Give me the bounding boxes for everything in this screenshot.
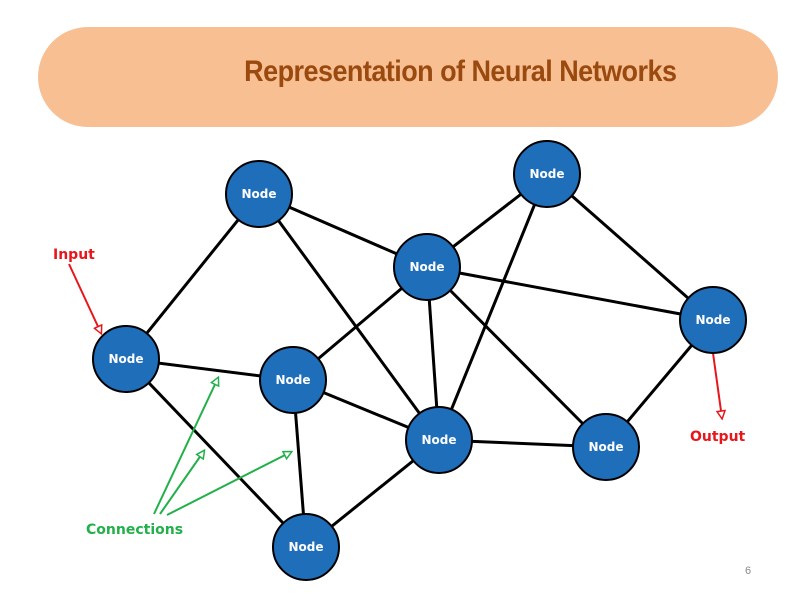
output-label: Output [690, 429, 746, 445]
node-circle [272, 513, 340, 581]
edge-top-right-to-bottom-center [437, 173, 549, 441]
node-circle [225, 160, 293, 228]
connection-arrow-1 [153, 378, 218, 515]
slide-title: Representation of Neural Networks [244, 55, 677, 88]
node-circle [92, 325, 160, 393]
connections-label: Connections [86, 522, 183, 538]
node-label: Node [695, 313, 730, 327]
node-label: Node [108, 352, 143, 366]
connection-arrow-2 [159, 451, 204, 515]
connection-arrow-3 [166, 452, 291, 516]
node-label: Node [421, 433, 456, 447]
node-top-right: Node [513, 140, 581, 208]
edge-top-right-to-output [546, 172, 714, 322]
input-label: Input [53, 247, 95, 263]
edge-top-left-to-bottom-center [257, 193, 441, 441]
edge-center-to-bottom-right [425, 265, 608, 449]
node-top-left: Node [225, 160, 293, 228]
node-label: Node [529, 167, 564, 181]
node-label: Node [588, 440, 623, 454]
node-circle [405, 406, 473, 474]
title-banner: Representation of Neural Networks [38, 27, 778, 127]
node-bottom: Node [272, 513, 340, 581]
node-output: Node [679, 286, 747, 354]
node-label: Node [241, 187, 276, 201]
edge-center-to-output [426, 265, 714, 322]
node-center: Node [393, 233, 461, 301]
node-bottom-center: Node [405, 406, 473, 474]
node-circle [572, 413, 640, 481]
node-label: Node [409, 260, 444, 274]
node-circle [393, 233, 461, 301]
edge-input-to-bottom [124, 357, 308, 549]
node-circle [679, 286, 747, 354]
annotations: Input Output Connections [53, 247, 746, 538]
page-number: 6 [745, 565, 752, 577]
node-input: Node [92, 325, 160, 393]
node-bottom-right: Node [572, 413, 640, 481]
node-circle [259, 346, 327, 414]
node-circle [513, 140, 581, 208]
node-mid-left: Node [259, 346, 327, 414]
edge-input-to-top-left [124, 193, 261, 360]
node-label: Node [288, 540, 323, 554]
input-arrow [68, 263, 101, 333]
node-label: Node [275, 373, 310, 387]
output-arrow [712, 352, 722, 418]
